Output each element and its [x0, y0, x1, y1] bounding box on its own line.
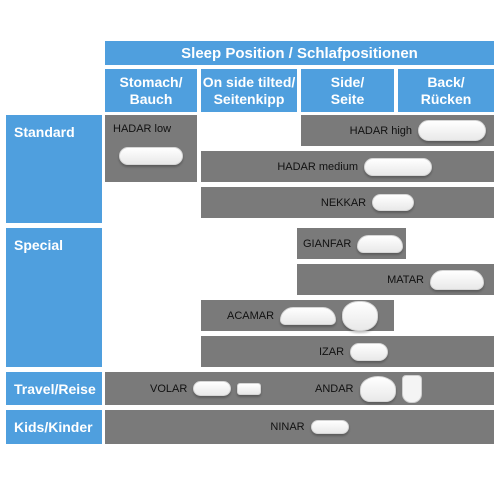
column-header-side: Side/ Seite [301, 69, 394, 112]
product-label-hadar-high: HADAR high [349, 124, 412, 137]
product-label-gianfar: GIANFAR [303, 237, 352, 250]
product-andar: ANDAR [315, 372, 422, 405]
bar-hadar-high: HADAR high [301, 115, 494, 146]
bar-hadar-low: HADAR low [105, 115, 197, 182]
product-label-ninar: NINAR [270, 421, 305, 433]
bar-acamar: ACAMAR [201, 300, 394, 331]
pillow-image [359, 375, 396, 402]
pillow-image [418, 120, 486, 141]
pillow-image [280, 306, 337, 325]
pillow-image [372, 194, 415, 211]
bar-matar: MATAR [297, 264, 494, 295]
pillow-image [310, 420, 349, 434]
pillow-image [364, 157, 432, 176]
pillow-image [350, 342, 389, 361]
product-label-andar: ANDAR [315, 382, 354, 395]
bar-gianfar: GIANFAR [297, 228, 406, 259]
bar-ninar: NINAR [105, 410, 494, 444]
travel-bag-image [401, 374, 422, 403]
bar-hadar-medium: HADAR medium [201, 151, 494, 182]
sleep-position-header: Sleep Position / Schlafpositionen [105, 41, 494, 65]
column-header-side-tilted: On side tilted/ Seitenkipp [201, 69, 297, 112]
column-header-back: Back/ Rücken [398, 69, 494, 112]
product-label-nekkar: NEKKAR [320, 196, 367, 209]
bar-izar: IZAR [201, 336, 494, 367]
product-label-matar: MATAR [387, 273, 424, 286]
pillow-image [193, 381, 232, 396]
product-label-hadar-low: HADAR low [113, 123, 172, 135]
category-standard: Standard [6, 115, 102, 223]
product-label-acamar: ACAMAR [227, 309, 275, 322]
product-label-izar: IZAR [318, 345, 345, 358]
column-header-stomach: Stomach/ Bauch [105, 69, 197, 112]
bar-nekkar: NEKKAR [201, 187, 494, 218]
pillow-image [357, 234, 404, 253]
product-label-hadar-medium: HADAR medium [277, 160, 358, 173]
pillow-image [119, 147, 183, 165]
bar-travel: VOLAR ANDAR [105, 372, 494, 405]
pillow-image [430, 269, 484, 290]
pillow-image [342, 300, 379, 331]
product-label-volar: VOLAR [150, 382, 188, 395]
category-kids: Kids/Kinder [6, 410, 102, 444]
category-travel: Travel/Reise [6, 372, 102, 405]
category-special: Special [6, 228, 102, 367]
pillow-image [237, 382, 262, 395]
product-volar: VOLAR [150, 372, 262, 405]
